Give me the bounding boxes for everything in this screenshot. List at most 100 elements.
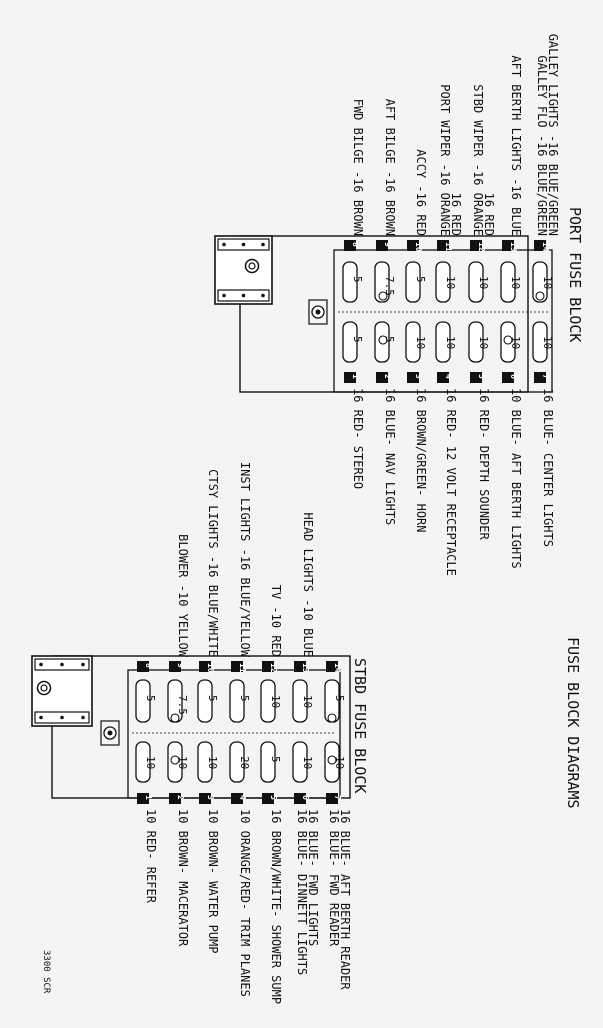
port-wire-label-left: 16 RED (482, 193, 496, 236)
port-wire-label-left: AFT BERTH LIGHTS -16 BLUE (509, 55, 523, 236)
port-wire-label-right: 16 RED- DEPTH SOUNDER (477, 388, 491, 540)
stbd-fuse-screw (170, 713, 180, 723)
stbd-fuse-top-rating: 10 (301, 695, 314, 708)
stbd-pin-tab-left (326, 661, 338, 672)
port-fuse-screw (503, 335, 513, 345)
port-pin-number-left: 13 (509, 242, 518, 252)
stbd-fuse-top (260, 679, 276, 723)
stbd-fuse-top-rating: 5 (206, 695, 219, 702)
stbd-fuse-screw (327, 755, 337, 765)
port-fuse-top-rating: 5 (414, 276, 427, 283)
port-terminal-dot (261, 242, 265, 247)
port-fuse-bottom (374, 321, 390, 363)
port-wire-label-left: FWD BILGE -16 BROWN (351, 99, 365, 236)
port-pin-tab-right (534, 372, 546, 383)
port-pin-number-right: 5 (477, 374, 486, 379)
port-pin-tab-right (344, 372, 356, 383)
stbd-wire-label-right: 16 BLUE- FWD READER (327, 809, 341, 947)
stbd-fuse-top-rating: 7.5 (176, 695, 189, 715)
port-pin-tab-left (437, 240, 449, 251)
stbd-pin-number-left: 13 (301, 663, 310, 673)
stbd-fuse-bottom-rating: 10 (206, 756, 219, 769)
port-wire-label-right: 10 BLUE- AFT BERTH LIGHTS (509, 388, 523, 569)
port-pin-number-right: 1 (351, 374, 360, 379)
stbd-pin-tab-right (326, 793, 338, 804)
port-pin-tab-right (470, 372, 482, 383)
stbd-fuse-bottom (197, 741, 213, 783)
port-wire-label-right: 16 RED- 12 VOLT RECEPTACLE (444, 388, 458, 576)
stbd-fuse-top-rating: 5 (238, 695, 251, 702)
port-pin-tab-right (502, 372, 514, 383)
port-fuse-bottom (468, 321, 484, 363)
stbd-fuse-top (292, 679, 308, 723)
port-pin-number-right: 3 (414, 374, 423, 379)
port-fuse-screw (378, 335, 388, 345)
stbd-wire-label-right: 16 BLUE- FWD LIGHTS (306, 809, 320, 946)
stbd-pin-tab-right (199, 793, 211, 804)
stbd-pin-tab-left (294, 661, 306, 672)
stbd-pin-number-right: 7 (333, 795, 342, 800)
port-bus-bolt-center (315, 309, 321, 315)
stbd-wire-label-left: HEAD LIGHTS -10 BLUE (301, 513, 315, 658)
stbd-pin-number-right: 3 (206, 795, 215, 800)
stbd-fuse-screw (170, 755, 180, 765)
stbd-fuse-top-rating: 5 (144, 695, 157, 702)
port-fuse-bottom (435, 321, 451, 363)
port-wire-label-right: 16 BLUE- CENTER LIGHTS (541, 388, 555, 547)
port-pin-tab-left (344, 240, 356, 251)
port-fuse-top-rating: 7.5 (383, 276, 396, 296)
port-bus-bolt-plate (308, 299, 328, 325)
stbd-pin-tab-right (262, 793, 274, 804)
stbd-wire-label-right: 16 BROWN/WHITE- SHOWER SUMP (269, 809, 283, 1004)
stbd-pin-tab-right (137, 793, 149, 804)
page-title: FUSE BLOCK DIAGRAMS (564, 637, 582, 809)
stbd-fuse-bottom (292, 741, 308, 783)
stbd-wire-label-left: TV -10 RED (269, 585, 283, 657)
stbd-wire-label-right: 10 BROWN- MACERATOR (176, 809, 190, 947)
port-wire-label-left: PORT WIPER -16 ORANGE (438, 84, 452, 236)
stbd-fuse-bottom-rating: 10 (301, 756, 314, 769)
stbd-terminal-dot (39, 715, 43, 720)
stbd-wire-label-left: BLOWER -10 YELLOW (176, 534, 190, 658)
port-terminal-strip (214, 235, 273, 305)
port-pin-number-left: 8 (351, 242, 360, 247)
port-terminal-dot (222, 242, 226, 247)
stbd-fuse-bottom (229, 741, 245, 783)
port-pin-number-left: 10 (414, 242, 423, 252)
port-wire-label-left: 16 RED (449, 193, 463, 236)
stbd-fuse-bottom (324, 741, 340, 783)
stbd-terminal-nut-hole (40, 684, 48, 692)
stbd-wire-label-right: 10 ORANGE/RED- TRIM PLANES (238, 809, 252, 997)
stbd-fuse-screw (327, 713, 337, 723)
stbd-fuse-top (197, 679, 213, 723)
stbd-pin-number-right: 1 (144, 795, 153, 800)
stbd-block-title: STBD FUSE BLOCK (351, 658, 369, 793)
port-terminal-nut-hole (248, 262, 256, 270)
stbd-wire-label-right: 10 RED- REFER (144, 809, 158, 904)
stbd-pin-tab-right (231, 793, 243, 804)
stbd-fuse-bottom-rating: 10 (144, 756, 157, 769)
stbd-wire-label-right: 10 BROWN- WATER PUMP (206, 809, 220, 954)
port-pin-number-right: 4 (444, 374, 453, 379)
stbd-wire-label-left: CTSY LIGHTS -16 BLUE/WHITE (206, 469, 220, 657)
stbd-pin-number-right: 2 (176, 795, 185, 800)
port-terminal-dot (241, 242, 246, 247)
port-fuse-bottom (342, 321, 358, 363)
stbd-fuse-bottom-rating: 5 (269, 756, 282, 763)
port-fuse-screw (535, 291, 545, 301)
stbd-fuse-top (135, 679, 151, 723)
stbd-terminal-dot (81, 662, 85, 667)
port-fuse-top (435, 261, 451, 303)
port-pin-tab-left (376, 240, 388, 251)
port-pin-tab-left (470, 240, 482, 251)
port-fuse-top-rating: 10 (444, 276, 457, 289)
port-wire-label-left: STBD WIPER -16 ORANGE (471, 84, 485, 236)
port-wire-label-left: AFT BILGE -16 BROWN (383, 99, 397, 236)
stbd-pin-tab-left (262, 661, 274, 672)
stbd-fuse-bottom (135, 741, 151, 783)
stbd-pin-tab-left (231, 661, 243, 672)
stbd-pin-number-right: 5 (269, 795, 278, 800)
